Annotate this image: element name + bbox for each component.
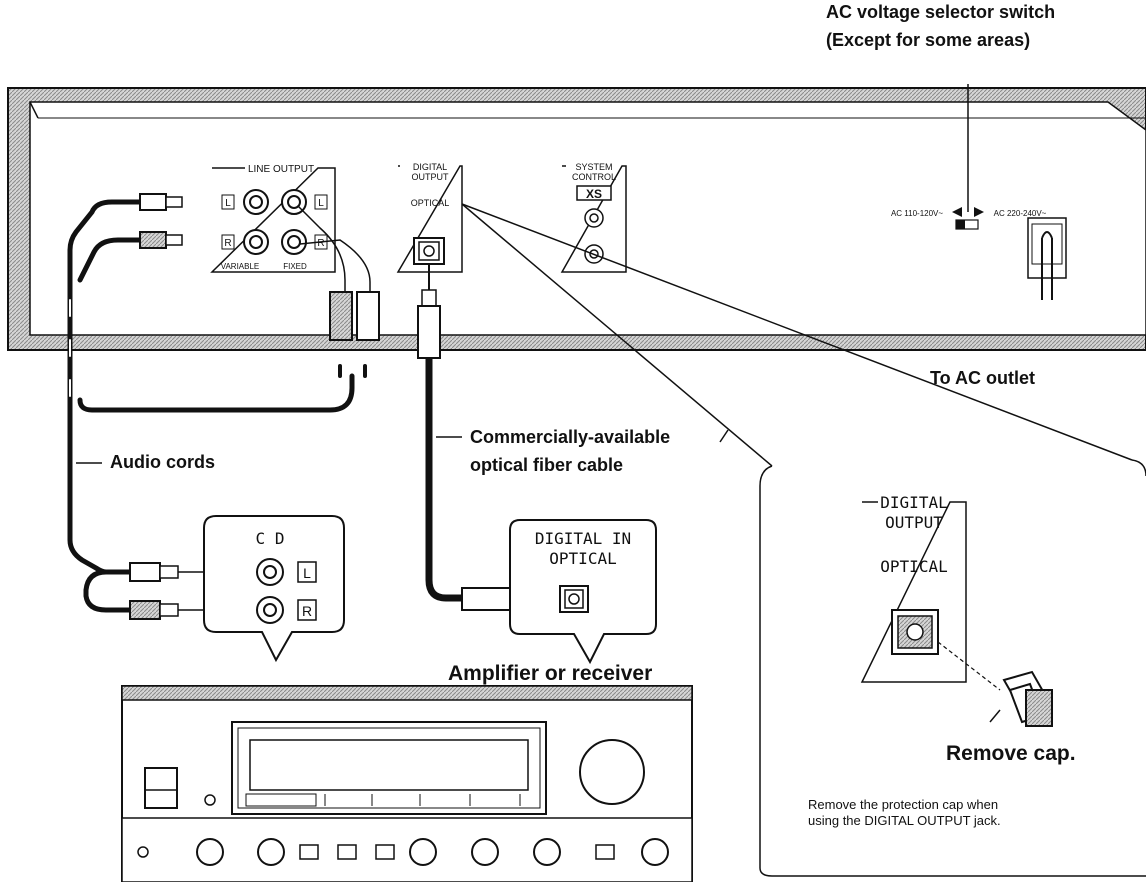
ac-outlet-label: To AC outlet [930, 368, 1035, 388]
amplifier-label: Amplifier or receiver [448, 662, 653, 685]
audio-cords [67, 199, 371, 613]
amp-l-marker: L [303, 565, 311, 581]
cd-side-plugs [139, 193, 380, 341]
ac-selector-title: AC voltage selector switch [826, 2, 1056, 22]
ac-high-label: AC 220-240V~ [994, 209, 1047, 218]
protection-note-1: Remove the protection cap when [808, 797, 999, 812]
system-control-block: SYSTEM CONTROL XS [560, 162, 627, 273]
cd-label: C D [256, 529, 285, 548]
amp-cd-jack-left[interactable] [256, 558, 284, 586]
system-label-1: SYSTEM [575, 162, 612, 172]
protection-cap[interactable] [989, 670, 1053, 727]
ac-selector-subtitle: (Except for some areas) [826, 30, 1031, 50]
amp-digital-in-callout: DIGITAL IN OPTICAL [509, 519, 657, 665]
ac-low-label: AC 110-120V~ [891, 209, 943, 218]
amp-cd-jack-right[interactable] [256, 596, 284, 624]
l-marker-variable: L [225, 198, 231, 209]
digital-in-label-2: OPTICAL [549, 549, 616, 568]
digital-output-block: DIGITAL OUTPUT OPTICAL [396, 162, 463, 273]
digital-in-label-1: DIGITAL IN [535, 529, 631, 548]
line-output-block: LINE OUTPUT VARIABLE FIXED L L R R [210, 164, 336, 273]
jack-variable-left[interactable] [243, 189, 269, 215]
power-cord [1027, 217, 1067, 300]
voltage-switch[interactable] [955, 219, 979, 230]
jack-fixed-left[interactable] [281, 189, 307, 215]
callout-lines [461, 203, 1146, 877]
jack-variable-right[interactable] [243, 229, 269, 255]
protection-note-2: using the DIGITAL OUTPUT jack. [808, 813, 1001, 828]
digital-output-label-2: OUTPUT [412, 172, 450, 182]
ac-voltage-selector: AC 110-120V~ AC 220-240V~ [891, 84, 1047, 230]
detail-optical-jack[interactable] [891, 609, 939, 655]
fiber-cable-label-1: Commercially-available [470, 427, 671, 447]
detail-digital-1: DIGITAL [880, 493, 947, 512]
digital-output-detail: DIGITAL OUTPUT OPTICAL [860, 493, 1053, 727]
xs-logo: XS [586, 187, 602, 201]
r-marker-fixed: R [317, 238, 324, 249]
system-label-2: CONTROL [572, 172, 616, 182]
audio-cords-label: Audio cords [110, 452, 216, 472]
optical-jack[interactable] [413, 237, 445, 265]
jack-fixed-right[interactable] [281, 229, 307, 255]
variable-label: VARIABLE [221, 262, 260, 271]
amp-r-marker: R [302, 603, 312, 619]
detail-digital-2: OUTPUT [885, 513, 943, 532]
amp-optical-jack[interactable] [559, 585, 589, 613]
cd-player-rear-panel [7, 87, 1146, 351]
label-leaders [76, 429, 729, 464]
l-marker-fixed: L [318, 198, 324, 209]
line-output-label: LINE OUTPUT [248, 164, 314, 175]
r-marker-variable: R [224, 238, 231, 249]
remove-cap-label: Remove cap. [946, 742, 1076, 765]
detail-optical: OPTICAL [880, 557, 947, 576]
volume-knob[interactable] [579, 739, 645, 805]
fiber-cable-label-2: optical fiber cable [470, 455, 624, 475]
amplifier-front-panel [121, 685, 693, 882]
system-jack-upper[interactable] [584, 208, 604, 228]
amp-cd-input-callout: C D L R [203, 515, 345, 663]
optical-label: OPTICAL [411, 198, 450, 208]
digital-output-label-1: DIGITAL [413, 162, 447, 172]
fixed-label: FIXED [283, 262, 307, 271]
